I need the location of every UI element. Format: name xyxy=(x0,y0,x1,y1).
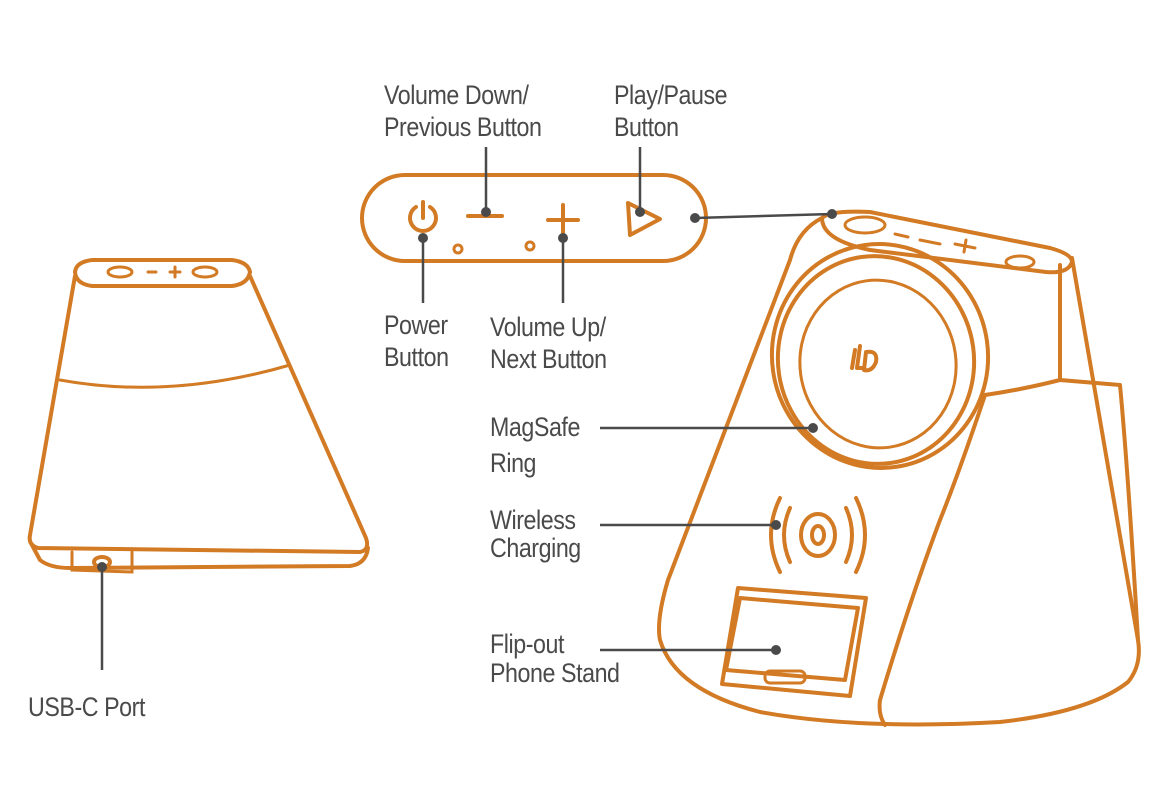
volume-led xyxy=(524,240,536,252)
label-play-pause: Play/Pause Button xyxy=(614,79,728,143)
magsafe-disc-face xyxy=(798,278,958,450)
label-usb-c-port: USB-C Port xyxy=(28,691,145,723)
label-power-line1: Power xyxy=(384,310,448,340)
label-volume-up-line1: Volume Up/ xyxy=(490,312,606,342)
rear-device-body xyxy=(27,274,370,554)
label-power-line2: Button xyxy=(384,342,449,372)
rear-device-base xyxy=(30,543,370,570)
power-icon xyxy=(408,200,438,233)
magsafe-ring xyxy=(775,254,977,466)
label-flip-out-stand: Flip-out Phone Stand xyxy=(490,630,620,688)
brand-logo xyxy=(850,344,879,373)
plus-icon xyxy=(546,203,580,237)
front-device-top xyxy=(820,209,1074,275)
label-flip-out-line1: Flip-out xyxy=(490,629,564,659)
label-volume-down-line2: Previous Button xyxy=(384,112,542,142)
label-volume-down-line1: Volume Down/ xyxy=(384,80,529,110)
label-play-pause-line2: Button xyxy=(614,112,679,142)
label-power: Power Button xyxy=(384,309,449,373)
label-volume-down: Volume Down/ Previous Button xyxy=(384,79,542,143)
label-wireless-line2: Charging xyxy=(490,533,581,563)
flip-out-stand-tab xyxy=(763,669,807,685)
label-wireless-charging: Wireless Charging xyxy=(490,506,581,562)
label-flip-out-line2: Phone Stand xyxy=(490,658,620,688)
label-volume-up-line2: Next Button xyxy=(490,344,607,374)
label-magsafe-line2: Ring xyxy=(490,448,537,478)
power-led xyxy=(452,243,464,255)
label-magsafe-line1: MagSafe xyxy=(490,412,580,442)
button-panel xyxy=(360,173,708,263)
leader-lines xyxy=(97,147,837,670)
rear-view-device xyxy=(27,258,370,574)
front-view-device xyxy=(657,209,1141,727)
flip-out-stand-recess xyxy=(720,586,868,698)
label-play-pause-line1: Play/Pause xyxy=(614,80,728,110)
play-icon xyxy=(626,201,662,237)
front-device-top-buttons xyxy=(843,215,1036,270)
label-wireless-line1: Wireless xyxy=(490,505,576,535)
label-usb-c-text: USB-C Port xyxy=(28,692,145,722)
rear-device-top-buttons xyxy=(106,265,219,279)
rear-device-seam xyxy=(58,363,292,389)
flip-out-stand xyxy=(724,596,860,682)
rear-device-top xyxy=(73,258,252,288)
magsafe-disc-back xyxy=(769,242,991,470)
front-device-cradle xyxy=(983,378,1140,642)
wireless-charging-icon xyxy=(769,496,867,574)
label-magsafe: MagSafe Ring xyxy=(490,411,580,479)
front-device-cradle-edge xyxy=(877,393,987,727)
label-volume-up: Volume Up/ Next Button xyxy=(490,311,607,375)
front-device-shell xyxy=(657,216,1141,727)
